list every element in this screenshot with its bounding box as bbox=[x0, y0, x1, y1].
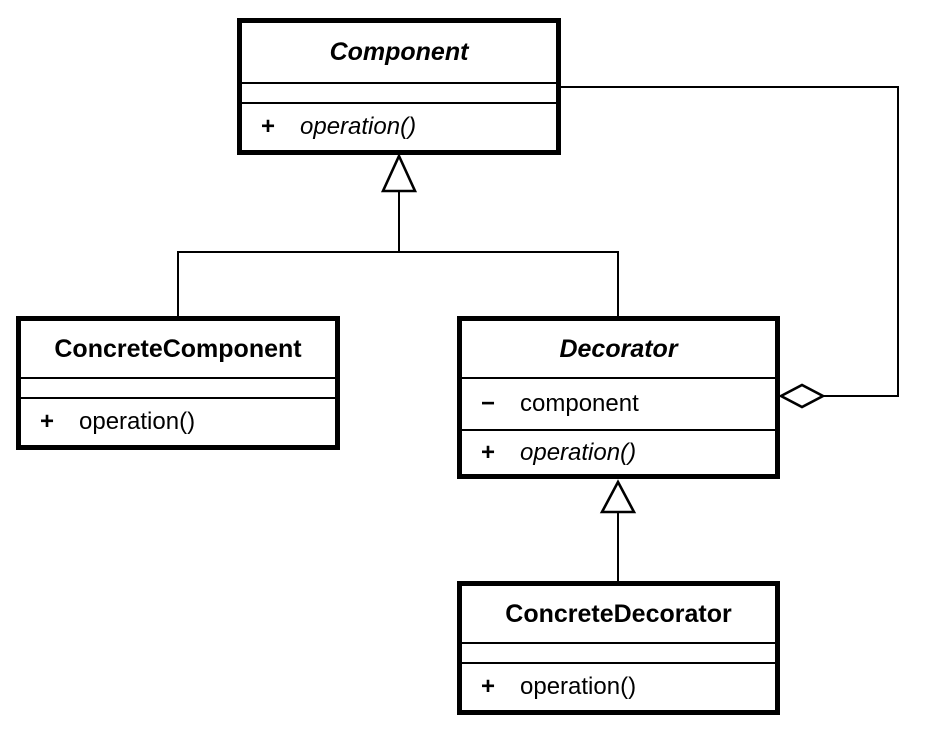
class-name-concrete-decorator: ConcreteDecorator bbox=[505, 599, 732, 628]
visibility-sign: + bbox=[481, 438, 496, 466]
visibility-sign: − bbox=[481, 390, 496, 417]
operations-compartment-decorator: + operation() bbox=[462, 429, 775, 474]
operation-signature: operation() bbox=[300, 113, 417, 140]
visibility-sign: + bbox=[261, 113, 276, 140]
class-box-concrete-decorator: ConcreteDecorator + operation() bbox=[457, 581, 780, 715]
attribute-row: − component bbox=[462, 379, 775, 429]
class-box-component: Component + operation() bbox=[237, 18, 561, 155]
attribute-name: component bbox=[520, 390, 639, 417]
operation-signature: operation() bbox=[79, 408, 196, 435]
attributes-compartment-decorator: − component bbox=[462, 377, 775, 429]
attributes-compartment-concrete-decorator bbox=[462, 642, 775, 662]
visibility-sign: + bbox=[481, 673, 496, 700]
class-name-decorator: Decorator bbox=[559, 334, 678, 363]
class-name-component: Component bbox=[329, 38, 469, 66]
class-box-concrete-component: ConcreteComponent + operation() bbox=[16, 316, 340, 450]
class-box-decorator: Decorator − component + operation() bbox=[457, 316, 780, 479]
operations-compartment-concrete-decorator: + operation() bbox=[462, 662, 775, 710]
aggregation-line bbox=[560, 86, 899, 397]
operation-signature: operation() bbox=[520, 438, 637, 466]
class-name-concrete-component: ConcreteComponent bbox=[54, 334, 302, 363]
operation-row: + operation() bbox=[462, 431, 775, 474]
visibility-sign: + bbox=[40, 408, 55, 435]
operation-signature: operation() bbox=[520, 673, 637, 700]
aggregation-diamond bbox=[778, 383, 826, 409]
operation-row: + operation() bbox=[21, 399, 335, 445]
operation-row: + operation() bbox=[242, 104, 556, 150]
operation-row: + operation() bbox=[462, 664, 775, 710]
operations-compartment-component: + operation() bbox=[242, 102, 556, 150]
attributes-compartment-concrete-component bbox=[21, 377, 335, 397]
generalization-arrowhead-decorator bbox=[599, 479, 637, 514]
attributes-compartment-component bbox=[242, 82, 556, 102]
operations-compartment-concrete-component: + operation() bbox=[21, 397, 335, 445]
generalization-arrowhead-component bbox=[380, 152, 418, 193]
